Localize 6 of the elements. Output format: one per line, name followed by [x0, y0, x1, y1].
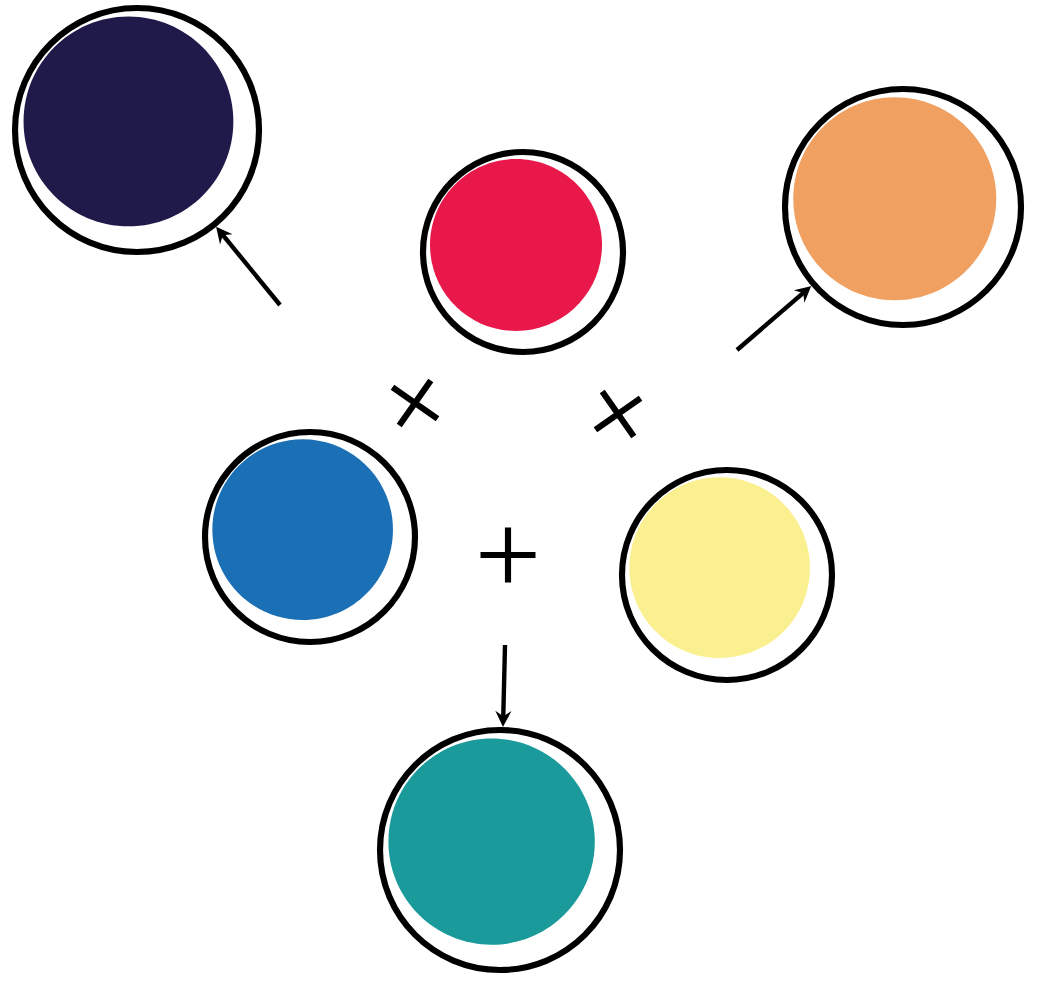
color-circle — [11, 4, 263, 256]
color-circle — [201, 428, 419, 646]
color-circle — [618, 466, 836, 684]
color-circle — [419, 148, 627, 356]
color-circle — [376, 726, 624, 974]
color-circle — [781, 85, 1025, 329]
